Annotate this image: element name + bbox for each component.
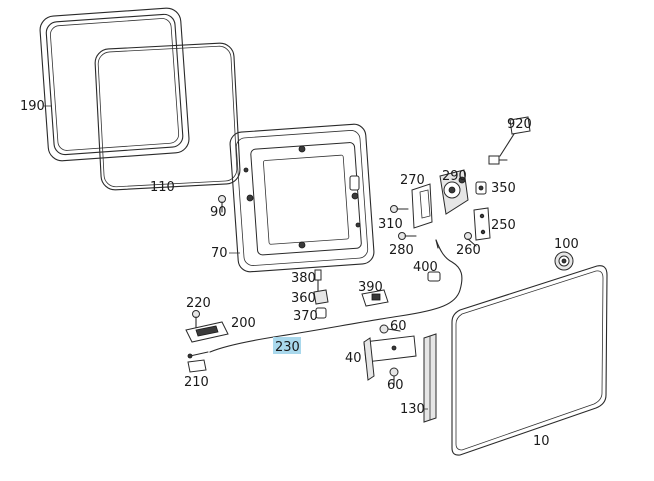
part-400-cable-end (209, 239, 463, 353)
callout-210[interactable]: 210 (184, 375, 209, 390)
part-10-door-panel (451, 265, 608, 456)
part-920-plug (488, 116, 531, 165)
callout-130[interactable]: 130 (400, 402, 425, 417)
part-390-latch (361, 289, 389, 307)
callout-60-upper[interactable]: 60 (390, 319, 407, 334)
callout-190[interactable]: 190 (20, 99, 45, 114)
callouts: 190 110 90 70 270 290 920 350 310 250 28… (20, 99, 579, 449)
callout-90[interactable]: 90 (210, 205, 227, 220)
callout-10[interactable]: 10 (533, 434, 550, 449)
callout-100[interactable]: 100 (554, 237, 579, 252)
part-360-clip (313, 289, 329, 305)
part-90-screw (218, 195, 226, 213)
part-270-bracket (411, 183, 433, 229)
callout-400[interactable]: 400 (413, 260, 438, 275)
callout-110[interactable]: 110 (150, 180, 175, 195)
part-40-hinge (363, 335, 417, 381)
part-370-nut (315, 307, 327, 319)
part-70-window-frame (229, 123, 375, 273)
callout-70[interactable]: 70 (211, 246, 228, 261)
part-130-profile (423, 333, 437, 423)
callout-270[interactable]: 270 (400, 173, 425, 188)
callout-360[interactable]: 360 (291, 291, 316, 306)
callout-380[interactable]: 380 (291, 271, 316, 286)
part-60-screw-upper (379, 324, 401, 334)
part-250-plate (473, 207, 491, 241)
callout-350[interactable]: 350 (491, 181, 516, 196)
callout-280[interactable]: 280 (389, 243, 414, 258)
part-60-screw-lower (389, 367, 399, 387)
part-310-screw (390, 205, 409, 213)
part-100-grommet (554, 251, 574, 271)
part-260-screw (464, 232, 477, 247)
callout-230[interactable]: 230 (275, 340, 300, 355)
part-190-frame (39, 7, 190, 162)
part-280-screw (398, 232, 417, 240)
callout-250[interactable]: 250 (491, 218, 516, 233)
callout-290[interactable]: 290 (442, 169, 467, 184)
part-210-clip (187, 351, 209, 373)
callout-230-highlight (273, 337, 301, 354)
part-290-lock (439, 169, 469, 215)
part-350-clip (475, 181, 487, 195)
part-200-handle (185, 321, 229, 343)
callout-200[interactable]: 200 (231, 316, 256, 331)
callout-310[interactable]: 310 (378, 217, 403, 232)
callout-220[interactable]: 220 (186, 296, 211, 311)
callout-60-lower[interactable]: 60 (387, 378, 404, 393)
part-380-pin (314, 269, 322, 293)
callout-390[interactable]: 390 (358, 280, 383, 295)
callout-40[interactable]: 40 (345, 351, 362, 366)
part-110-seal (94, 42, 241, 191)
callout-370[interactable]: 370 (293, 309, 318, 324)
callout-260[interactable]: 260 (456, 243, 481, 258)
part-220-screw (192, 310, 200, 329)
callout-920[interactable]: 920 (507, 117, 532, 132)
